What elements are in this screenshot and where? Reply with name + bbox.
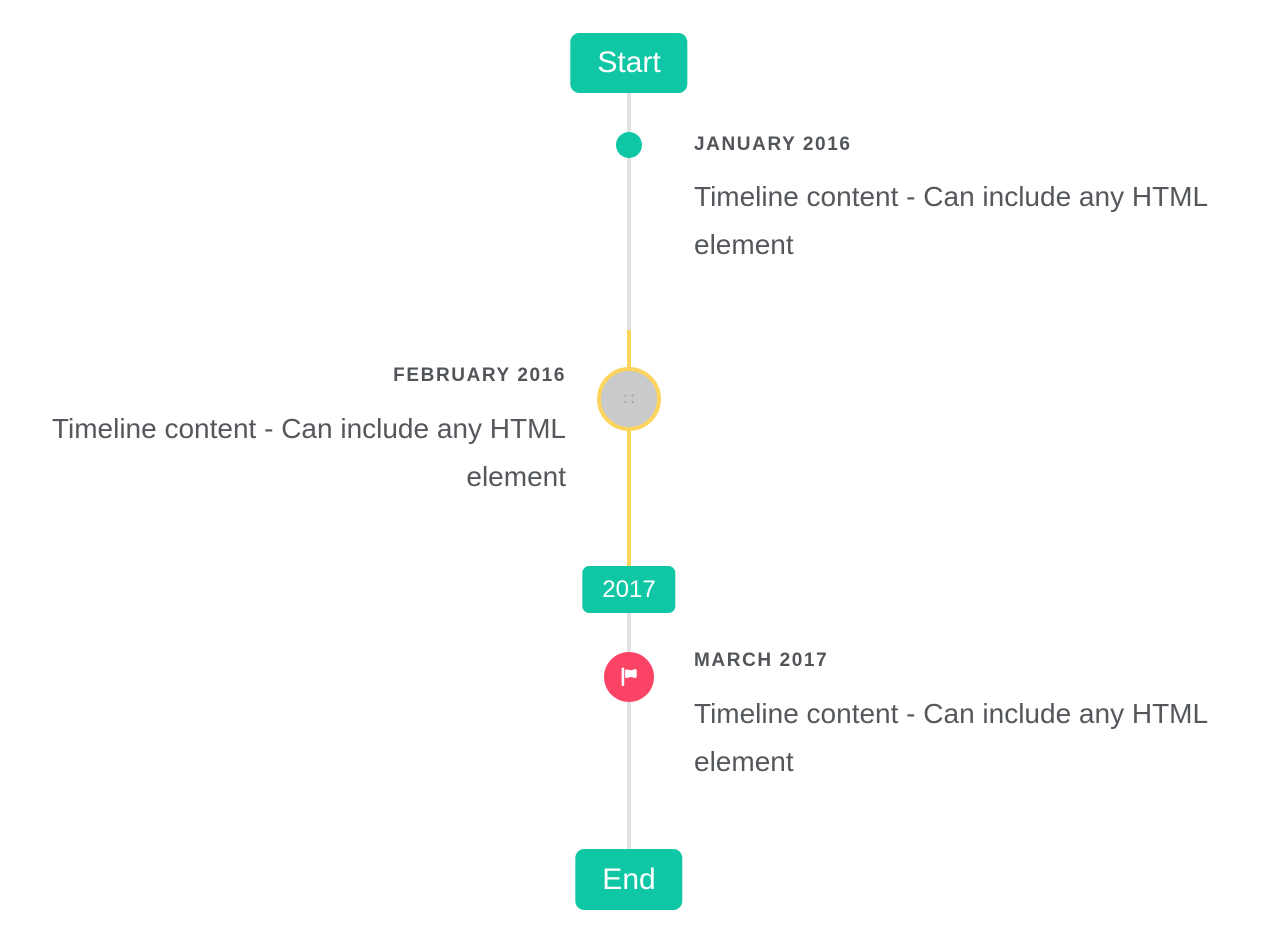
- broken-image-icon: ∷: [623, 389, 635, 409]
- entry-content: Timeline content - Can include any HTML …: [694, 698, 1208, 777]
- timeline-dot-marker: [616, 132, 642, 158]
- entry-date-february-2016: FEBRUARY 2016: [393, 365, 566, 386]
- flag-icon: [616, 664, 642, 690]
- timeline-line-segment-gray-top: [627, 93, 631, 330]
- entry-content: Timeline content - Can include any HTML …: [51, 413, 566, 492]
- timeline-photo-marker: ∷: [597, 367, 661, 431]
- timeline-start-badge: Start: [570, 33, 688, 93]
- entry-date-january-2016: JANUARY 2016: [694, 134, 852, 155]
- timeline-end-badge: End: [575, 849, 683, 910]
- entry-date-march-2017: MARCH 2017: [694, 650, 829, 671]
- entry-content: Timeline content - Can include any HTML …: [694, 181, 1208, 260]
- timeline-flag-marker: [604, 652, 654, 702]
- timeline-line-segment-yellow-highlight: [627, 330, 631, 567]
- timeline-year-badge: 2017: [582, 566, 676, 613]
- timeline-line-segment-gray-bottom: [627, 613, 631, 849]
